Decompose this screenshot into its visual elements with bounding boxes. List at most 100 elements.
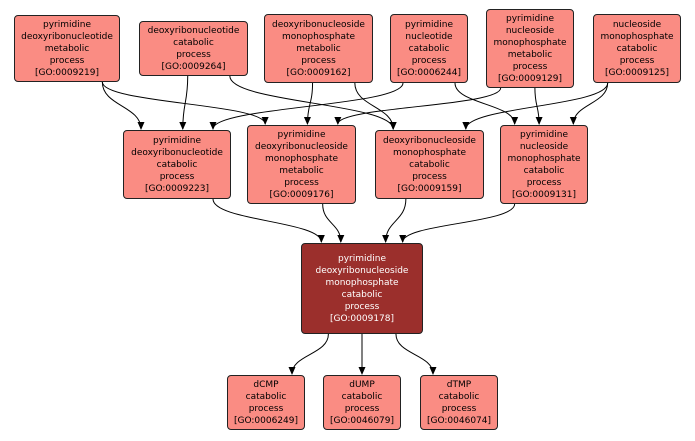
node-label-line: catabolic	[341, 289, 383, 300]
node-label-line: dTMP	[446, 379, 472, 390]
node-label-line: catabolic	[523, 165, 565, 176]
edge-go-0009264-to-go-0009223	[179, 75, 189, 130]
node-label-line: metabolic	[507, 49, 553, 60]
node-label-line: process	[159, 171, 195, 182]
node-label-line: monophosphate	[325, 277, 399, 288]
node-go-id: [GO:0009219]	[34, 67, 100, 78]
node-label-line: deoxyribonucleotide	[21, 31, 113, 42]
edge-go-0009176-to-go-0009178	[322, 203, 345, 243]
node-label-line: monophosphate	[392, 147, 467, 158]
node-label-line: catabolic	[616, 43, 658, 54]
node-label-line: catabolic	[438, 391, 480, 402]
node-label-line: pyrimidine	[506, 13, 554, 24]
node-label-line: process	[512, 61, 548, 72]
node-label-line: process	[49, 55, 85, 66]
node-label-line: monophosphate	[281, 31, 356, 42]
node-label-line: pyrimidine	[338, 253, 386, 264]
node-label-line: pyrimidine	[277, 129, 326, 140]
node-label-line: pyrimidine	[520, 129, 568, 140]
node-label-line: metabolic	[279, 165, 324, 176]
node-label-line: process	[284, 177, 319, 188]
node-go-id: [GO:0009223]	[144, 183, 210, 194]
edge-go-0009129-to-go-0009176	[334, 87, 502, 125]
edge-go-0009219-to-go-0009176	[101, 81, 269, 125]
node-label-line: monophosphate	[600, 31, 674, 42]
node-label-line: process	[619, 55, 655, 66]
node-go-id: [GO:0009176]	[269, 189, 334, 200]
node-label-line: catabolic	[341, 391, 383, 402]
node-label-line: monophosphate	[507, 153, 581, 164]
edge-go-0009162-to-go-0009176	[303, 82, 314, 125]
node-label-line: monophosphate	[264, 153, 339, 164]
node-label-line: catabolic	[156, 159, 198, 170]
node-go-id: [GO:0009264]	[161, 61, 226, 72]
node-go-id: [GO:0009159]	[397, 183, 462, 194]
edge-go-0009162-to-go-0009159	[354, 82, 397, 130]
node-label-line: process	[344, 301, 380, 312]
node-label-line: deoxyribonucleotide	[131, 147, 223, 158]
edge-go-0009223-to-go-0009178	[212, 198, 325, 243]
node-label-line: process	[248, 403, 284, 414]
node-label-line: metabolic	[296, 43, 341, 54]
node-label-line: catabolic	[409, 159, 450, 170]
edge-go-0009129-to-go-0009131	[534, 87, 543, 125]
node-label-line: process	[526, 177, 562, 188]
node-label-line: process	[344, 403, 380, 414]
node-label-line: nucleotide	[405, 31, 453, 42]
node-label-line: process	[411, 55, 447, 66]
edge-go-0009159-to-go-0009178	[382, 198, 407, 243]
node-label-line: nucleoside	[505, 25, 555, 36]
node-label-line: catabolic	[173, 37, 214, 48]
node-go-id: [GO:0006249]	[233, 415, 299, 426]
node-label-line: catabolic	[408, 43, 450, 54]
node-label-line: pyrimidine	[405, 19, 453, 30]
node-label-line: deoxyribonucleotide	[147, 25, 240, 36]
node-label-line: nucleoside	[519, 141, 569, 152]
node-label-line: dUMP	[349, 379, 375, 390]
node-go-id: [GO:0046079]	[329, 415, 395, 426]
edge-go-0009125-to-go-0009131	[569, 82, 609, 125]
node-go-id: [GO:0009131]	[511, 189, 577, 200]
edge-go-0006244-to-go-0009131	[454, 82, 519, 125]
node-go-id: [GO:0009129]	[497, 73, 563, 84]
node-label-line: metabolic	[44, 43, 90, 54]
node-label-line: pyrimidine	[43, 19, 91, 30]
node-label-line: process	[441, 403, 477, 414]
edge-go-0006244-to-go-0009223	[209, 82, 404, 130]
node-go-id: [GO:0009125]	[604, 67, 670, 78]
node-label-line: deoxyribonucleoside	[272, 19, 365, 30]
edge-go-0009131-to-go-0009178	[399, 203, 516, 243]
node-label-line: process	[412, 171, 447, 182]
node-label-line: process	[301, 55, 336, 66]
edge-go-0009178-to-go-0046074	[395, 333, 437, 375]
node-label-line: monophosphate	[493, 37, 567, 48]
node-label-line: process	[176, 49, 211, 60]
node-label-line: deoxyribonucleoside	[255, 141, 348, 152]
node-go-id: [GO:0009178]	[329, 313, 395, 324]
node-go-id: [GO:0006244]	[396, 67, 462, 78]
edge-go-0009264-to-go-0009159	[229, 75, 397, 130]
node-go-id: [GO:0009162]	[286, 67, 351, 78]
node-label-line: dCMP	[253, 379, 279, 390]
node-label-line: deoxyribonucleoside	[383, 135, 476, 146]
edge-go-0009178-to-go-0006249	[288, 333, 329, 375]
node-label-line: pyrimidine	[153, 135, 201, 146]
node-label-line: nucleoside	[612, 19, 662, 30]
node-label-line: deoxyribonucleoside	[315, 265, 409, 276]
